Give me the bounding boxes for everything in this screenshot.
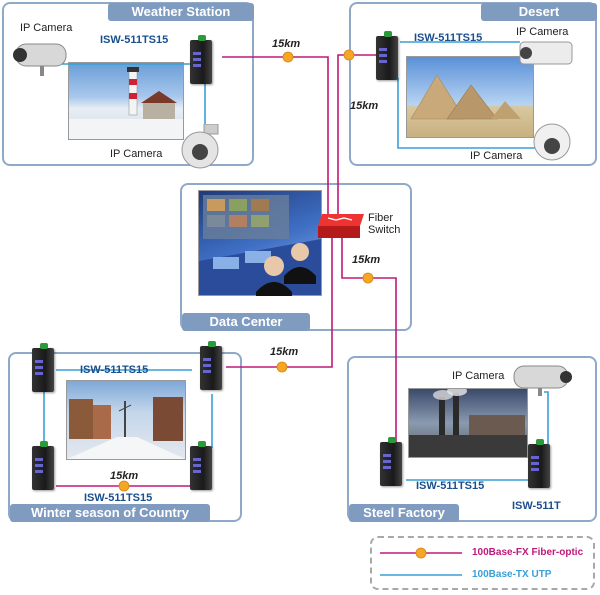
ip-camera-label-steel: IP Camera: [452, 370, 505, 382]
winter-title: Winter season of Country: [10, 504, 210, 522]
distance-label-winter: 15km: [270, 346, 299, 358]
model-label-weather: ISW-511TS15: [100, 34, 169, 46]
fiber-switch-icon: [318, 214, 364, 238]
model-label-winter-top: ISW-511TS15: [80, 364, 149, 376]
winter-street-photo: [66, 380, 186, 460]
distance-label-steel: 15km: [352, 254, 381, 266]
fiber-badge-weather: [282, 51, 294, 63]
model-label-steel-left: ISW-511TS15: [416, 480, 485, 492]
switch-steel-right: [528, 439, 550, 488]
switch-steel-left: [380, 437, 402, 486]
switch-desert: [376, 31, 398, 80]
model-label-desert: ISW-511TS15: [414, 32, 483, 44]
switch-winter-bottom-right: [190, 441, 212, 490]
fiber-switch-label-1: Fiber: [368, 212, 394, 224]
legend-box: 100Base-FX Fiber-optic 100Base-TX UTP: [370, 536, 595, 590]
ip-camera-label-desert-dome: IP Camera: [470, 150, 523, 162]
distance-label-desert: 15km: [350, 100, 379, 112]
bullet-camera-desert-icon: [519, 41, 573, 65]
legend-fiber-text: 100Base-FX Fiber-optic: [472, 547, 584, 558]
ip-camera-label-weather-dome: IP Camera: [110, 148, 163, 160]
steel-factory-title: Steel Factory: [349, 504, 459, 522]
ip-camera-label-weather: IP Camera: [20, 22, 73, 34]
ip-camera-label-desert: IP Camera: [516, 26, 569, 38]
bullet-camera-weather-icon: [13, 43, 67, 76]
bullet-camera-steel-icon: [513, 365, 572, 396]
switch-weather: [190, 35, 212, 84]
steel-factory-photo: [408, 388, 528, 458]
switch-winter-bottom-left: [32, 441, 54, 490]
legend-utp-text: 100Base-TX UTP: [472, 569, 552, 580]
distance-label-weather: 15km: [272, 38, 301, 50]
data-center-title: Data Center: [182, 313, 310, 331]
pyramids-photo: [406, 56, 534, 138]
model-label-steel-right: ISW-511T: [512, 500, 561, 512]
fiber-switch-label-2: Switch: [368, 224, 401, 236]
model-label-winter-bottom: ISW-511TS15: [84, 492, 153, 504]
dome-camera-desert-icon: [533, 123, 571, 161]
switch-winter-top-left: [32, 343, 54, 392]
weather-station-title: Weather Station: [108, 3, 254, 21]
distance-label-winter-bottom: 15km: [110, 470, 139, 482]
switch-winter-top-right: [200, 341, 222, 390]
lighthouse-photo: [68, 62, 184, 140]
fiber-badge-winter: [276, 361, 288, 373]
dome-camera-weather-icon: [181, 124, 219, 169]
operators-icon: [256, 243, 316, 296]
desert-title: Desert: [481, 3, 597, 21]
